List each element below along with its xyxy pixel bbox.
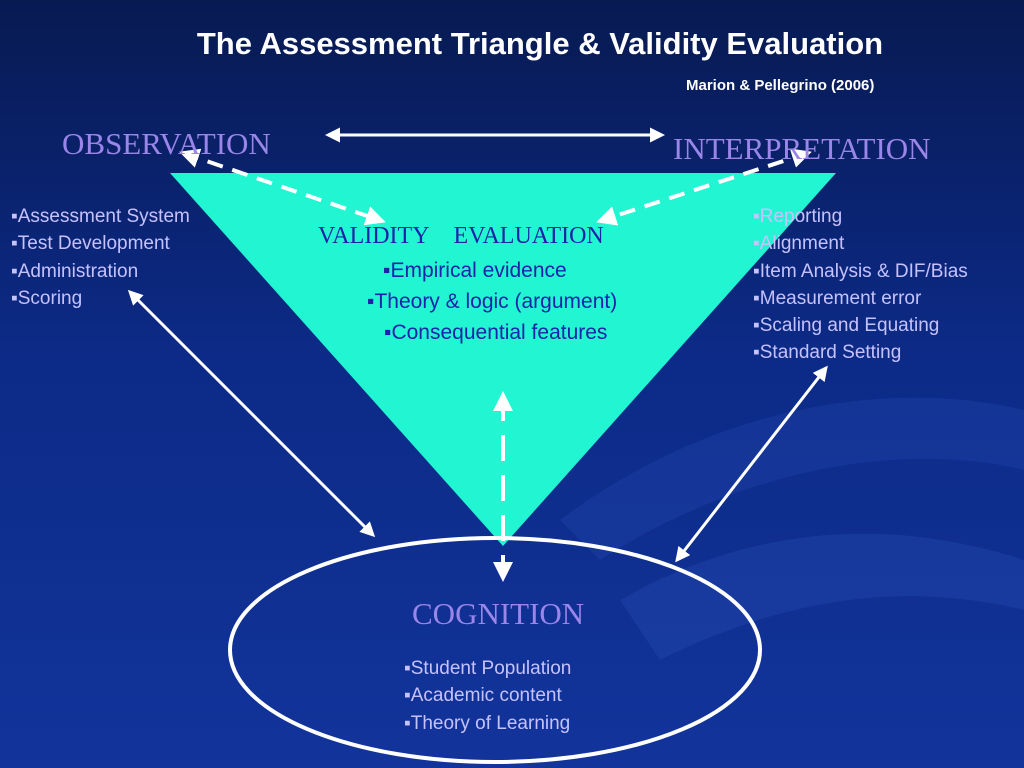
observation-cognition-arrow <box>127 289 376 538</box>
list-item: Alignment <box>753 230 968 257</box>
list-item: Measurement error <box>753 285 968 312</box>
list-item: Assessment System <box>11 203 190 230</box>
validity-word: VALIDITY <box>318 223 430 249</box>
observation-list: Assessment System Test Development Admin… <box>11 203 190 312</box>
cognition-label: COGNITION <box>412 596 585 631</box>
list-item: Test Development <box>11 230 190 257</box>
evaluation-word: EVALUATION <box>453 223 604 249</box>
observation-label: OBSERVATION <box>62 126 271 161</box>
list-item: Item Analysis & DIF/Bias <box>753 258 968 285</box>
validity-item-text: Consequential features <box>384 317 607 348</box>
validity-item-text: Theory & logic (argument) <box>367 286 617 317</box>
validity-item-text: Empirical evidence <box>383 255 566 286</box>
validity-evaluation-heading: VALIDITY EVALUATION <box>318 223 604 250</box>
list-item: Administration <box>11 258 190 285</box>
validity-triangle <box>170 173 836 546</box>
interpretation-cognition-arrow <box>675 365 828 563</box>
validity-item: Empirical evidence <box>383 255 566 286</box>
observation-validity-dashed-arrow <box>179 148 386 226</box>
cognition-list: Student Population Academic content Theo… <box>404 655 572 737</box>
list-item: Scaling and Equating <box>753 312 968 339</box>
interpretation-list: Reporting Alignment Item Analysis & DIF/… <box>753 203 968 367</box>
interpretation-label: INTERPRETATION <box>673 131 931 166</box>
list-item: Standard Setting <box>753 339 968 366</box>
list-item: Student Population <box>404 655 572 682</box>
list-item: Reporting <box>753 203 968 230</box>
list-item: Scoring <box>11 285 190 312</box>
list-item: Theory of Learning <box>404 710 571 737</box>
validity-item: Consequential features <box>384 317 607 348</box>
citation: Marion & Pellegrino (2006) <box>686 77 875 94</box>
list-item: Academic content <box>404 682 571 709</box>
validity-item: Theory & logic (argument) <box>367 286 617 317</box>
slide-title: The Assessment Triangle & Validity Evalu… <box>196 26 884 61</box>
interpretation-validity-dashed-arrow <box>596 148 812 226</box>
